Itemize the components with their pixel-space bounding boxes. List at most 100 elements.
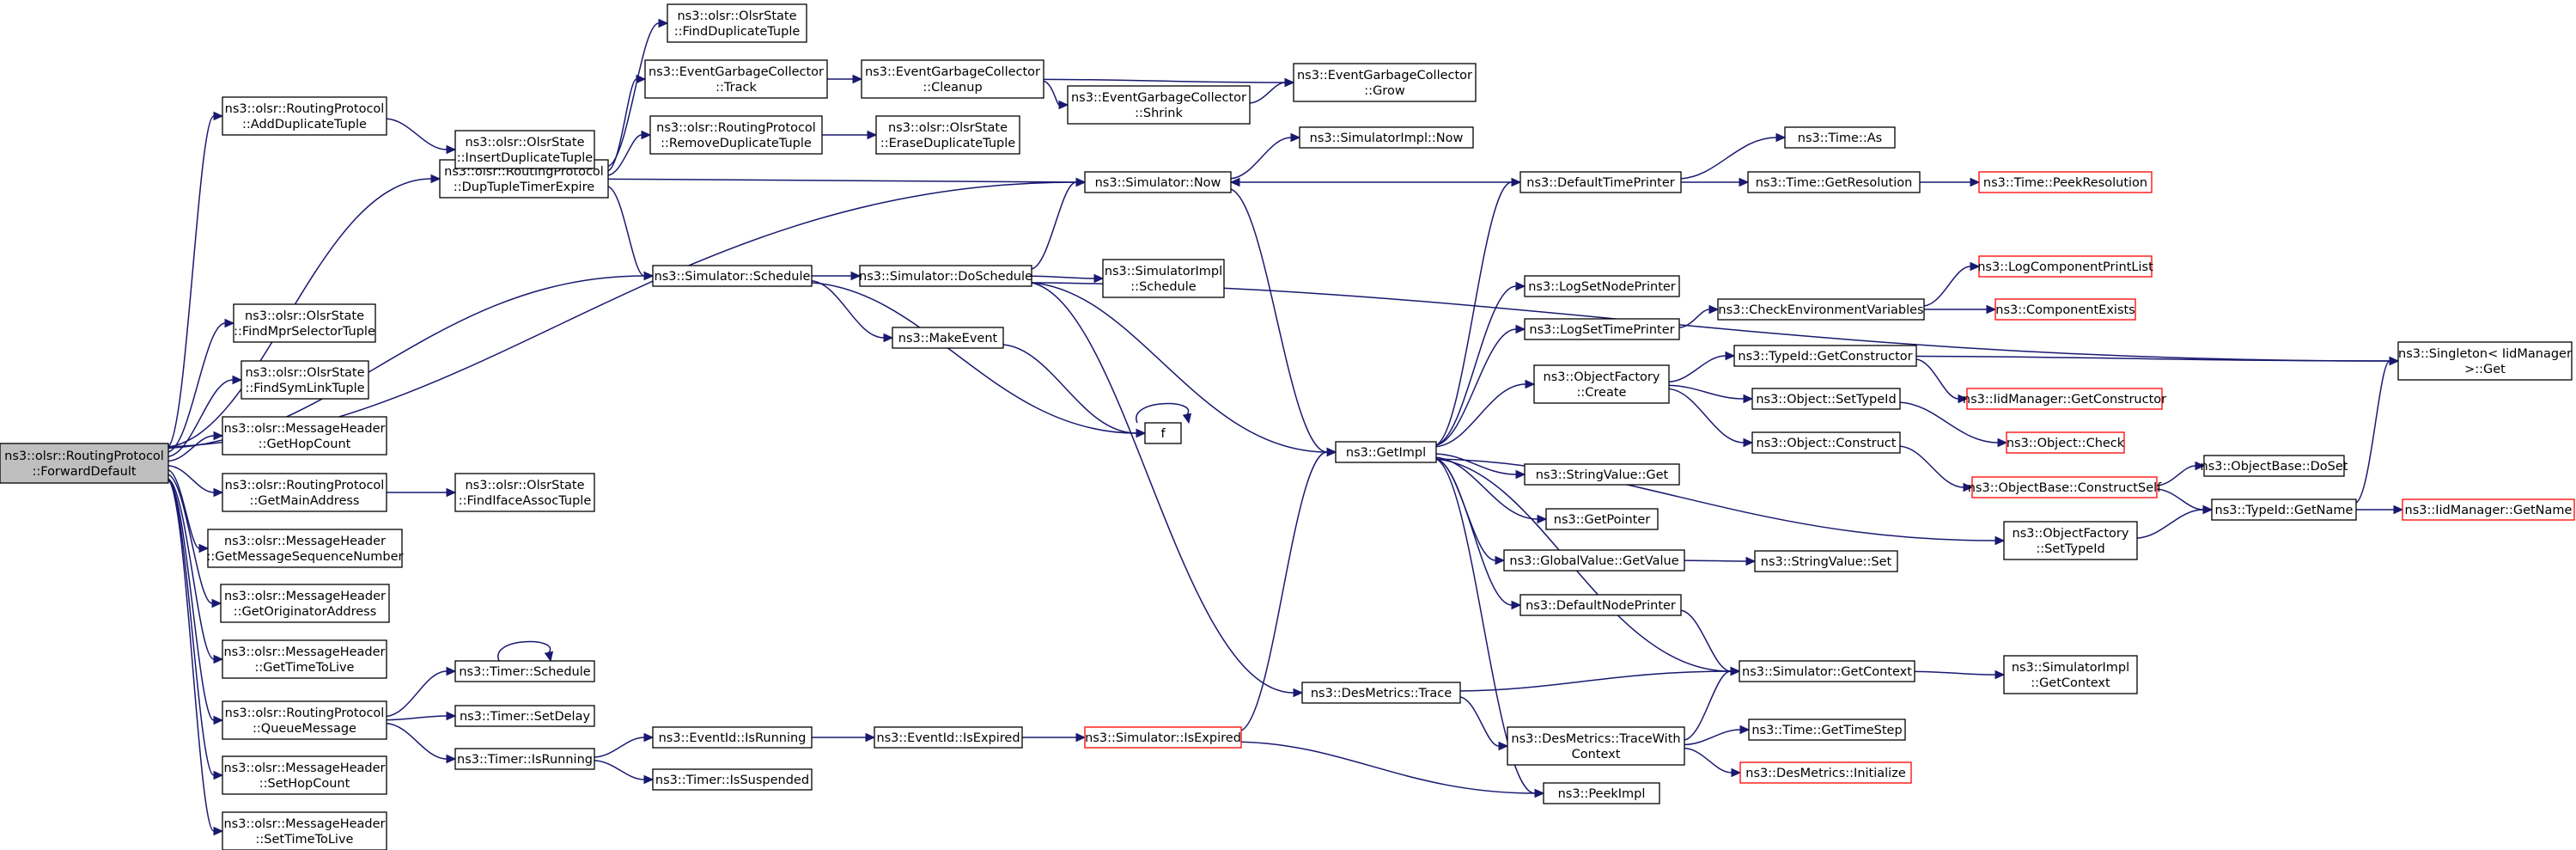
node-simImplNow[interactable]: ns3::SimulatorImpl::Now	[1299, 126, 1474, 149]
node-setTTL[interactable]: ns3::olsr::MessageHeader::SetTimeToLive	[222, 811, 387, 850]
edge-line	[1043, 80, 1060, 106]
node-getSeq[interactable]: ns3::olsr::MessageHeader::GetMessageSequ…	[207, 529, 404, 568]
edge-defTimePrinter-to-simNow	[1229, 177, 1520, 187]
node-componentExists[interactable]: ns3::ComponentExists	[1994, 298, 2136, 321]
edge-getMainAddr-to-findIface	[386, 487, 457, 498]
node-peekImpl[interactable]: ns3::PeekImpl	[1543, 782, 1660, 804]
node-timeGetResolution[interactable]: ns3::Time::GetResolution	[1747, 171, 1921, 193]
edge-line	[1668, 355, 1726, 383]
node-defNodePrinter[interactable]: ns3::DefaultNodePrinter	[1519, 594, 1682, 616]
node-singletonGet[interactable]: ns3::Singleton< IidManager>::Get	[2397, 341, 2573, 381]
node-findSym[interactable]: ns3::olsr::OlsrState::FindSymLinkTuple	[241, 360, 369, 400]
node-objBaseConstructSelf[interactable]: ns3::ObjectBase::ConstructSelf	[1968, 476, 2162, 498]
node-objBaseDoSet[interactable]: ns3::ObjectBase::DoSet	[2201, 455, 2348, 477]
node-simNow[interactable]: ns3::Simulator::Now	[1084, 171, 1232, 193]
node-box	[454, 748, 595, 770]
node-simDoSchedule[interactable]: ns3::Simulator::DoSchedule	[859, 265, 1032, 287]
edge-timerIsRunning-to-timerIsSuspended	[594, 760, 655, 785]
edge-line	[167, 464, 215, 493]
edge-line	[1680, 137, 1777, 180]
node-desTrace[interactable]: ns3::DesMetrics::Trace	[1301, 682, 1461, 704]
edge-forward-to-setTTL	[167, 479, 224, 836]
node-timerSetDelay[interactable]: ns3::Timer::SetDelay	[454, 705, 595, 727]
edge-simDoSchedule-to-singletonGet	[1031, 282, 2400, 366]
node-stringValueSet[interactable]: ns3::StringValue::Set	[1754, 550, 1898, 572]
node-addDup[interactable]: ns3::olsr::RoutingProtocol::AddDuplicate…	[222, 96, 387, 136]
node-checkEnvVars[interactable]: ns3::CheckEnvironmentVariables	[1717, 298, 1925, 321]
node-simSchedule[interactable]: ns3::Simulator::Schedule	[652, 265, 813, 287]
node-iidGetConstructor[interactable]: ns3::IidManager::GetConstructor	[1963, 388, 2166, 410]
node-findDup[interactable]: ns3::olsr::OlsrState::FindDuplicateTuple	[667, 3, 807, 43]
node-label: ns3::TypeId::GetConstructor	[1738, 350, 1912, 364]
edge-line	[607, 134, 642, 176]
node-removeDup[interactable]: ns3::olsr::RoutingProtocol::RemoveDuplic…	[649, 115, 823, 155]
node-logSetNodePrinter[interactable]: ns3::LogSetNodePrinter	[1524, 275, 1680, 297]
node-logComponentPrintList[interactable]: ns3::LogComponentPrintList	[1977, 255, 2153, 278]
node-iidGetName[interactable]: ns3::IidManager::GetName	[2402, 498, 2575, 521]
node-timeAs[interactable]: ns3::Time::As	[1784, 126, 1896, 149]
node-box	[233, 303, 376, 343]
node-findIface[interactable]: ns3::olsr::OlsrState::FindIfaceAssocTupl…	[454, 473, 595, 512]
node-logSetTimePrinter[interactable]: ns3::LogSetTimePrinter	[1524, 318, 1680, 340]
node-objFactorySetTypeId[interactable]: ns3::ObjectFactory::SetTypeId	[2003, 521, 2138, 560]
node-objectCheck[interactable]: ns3::Object::Check	[2006, 431, 2125, 454]
edge-line	[1031, 181, 1077, 270]
node-egcGrow[interactable]: ns3::EventGarbageCollector::Grow	[1293, 63, 1477, 102]
node-typeIdGetName[interactable]: ns3::TypeId::GetName	[2211, 498, 2357, 521]
node-objectSetTypeId[interactable]: ns3::Object::SetTypeId	[1751, 388, 1901, 410]
node-label: ns3::olsr::MessageHeader	[223, 817, 385, 831]
node-stringValueGet[interactable]: ns3::StringValue::Get	[1524, 463, 1680, 486]
node-egcCleanup[interactable]: ns3::EventGarbageCollector::Cleanup	[861, 59, 1044, 99]
node-makeEvent[interactable]: ns3::MakeEvent	[892, 327, 1004, 349]
node-label: ns3::Object::Construct	[1757, 437, 1897, 450]
node-getTTL[interactable]: ns3::olsr::MessageHeader::GetTimeToLive	[222, 639, 387, 679]
arrowhead	[1515, 281, 1526, 291]
node-timerIsRunning[interactable]: ns3::Timer::IsRunning	[454, 748, 595, 770]
node-timerIsSuspended[interactable]: ns3::Timer::IsSuspended	[652, 768, 813, 791]
node-objFactoryCreate[interactable]: ns3::ObjectFactory::Create	[1533, 364, 1670, 404]
node-eventIdIsRunning[interactable]: ns3::EventId::IsRunning	[652, 726, 813, 749]
node-objectConstruct[interactable]: ns3::Object::Construct	[1751, 431, 1901, 454]
node-getOrig[interactable]: ns3::olsr::MessageHeader::GetOriginatorA…	[220, 584, 390, 623]
arrowhead	[446, 754, 457, 764]
node-defTimePrinter[interactable]: ns3::DefaultTimePrinter	[1519, 171, 1682, 193]
node-timeGetTimeStep[interactable]: ns3::Time::GetTimeStep	[1748, 719, 1906, 741]
node-simIsExpired[interactable]: ns3::Simulator::IsExpired	[1084, 726, 1242, 749]
node-getImpl[interactable]: ns3::GetImpl	[1335, 441, 1437, 463]
node-eventIdIsExpired[interactable]: ns3::EventId::IsExpired	[874, 726, 1023, 749]
node-egcShrink[interactable]: ns3::EventGarbageCollector::Shrink	[1067, 85, 1251, 125]
node-simImplGetContext[interactable]: ns3::SimulatorImpl::GetContext	[2003, 655, 2138, 694]
node-f[interactable]: f	[1144, 422, 1182, 444]
node-globalValueGetValue[interactable]: ns3::GlobalValue::GetValue	[1503, 549, 1685, 572]
node-box	[1739, 761, 1912, 784]
node-insertDup[interactable]: ns3::olsr::OlsrState::InsertDuplicateTup…	[454, 130, 595, 169]
node-forward[interactable]: ns3::olsr::RoutingProtocol::ForwardDefau…	[0, 443, 169, 484]
node-setHopCount[interactable]: ns3::olsr::MessageHeader::SetHopCount	[222, 755, 387, 795]
node-timePeekResolution[interactable]: ns3::Time::PeekResolution	[1978, 171, 2153, 193]
node-typeIdGetConstructor[interactable]: ns3::TypeId::GetConstructor	[1733, 345, 1917, 367]
node-label: ns3::Timer::IsSuspended	[655, 774, 809, 787]
node-egcTrack[interactable]: ns3::EventGarbageCollector::Track	[644, 59, 828, 99]
node-getPointer[interactable]: ns3::GetPointer	[1545, 508, 1659, 530]
node-desInitialize[interactable]: ns3::DesMetrics::Initialize	[1739, 761, 1912, 784]
arrowhead	[1997, 437, 2008, 448]
node-getHopCount[interactable]: ns3::olsr::MessageHeader::GetHopCount	[222, 416, 387, 456]
node-timerSchedule[interactable]: ns3::Timer::Schedule	[454, 660, 595, 682]
node-label: ns3::GetPointer	[1554, 513, 1651, 527]
node-label: ns3::Time::As	[1798, 131, 1882, 145]
node-queueMsg[interactable]: ns3::olsr::RoutingProtocol::QueueMessage	[222, 700, 387, 740]
node-simImplSchedule[interactable]: ns3::SimulatorImpl::Schedule	[1102, 259, 1225, 298]
node-simGetContext[interactable]: ns3::Simulator::GetContext	[1739, 660, 1915, 682]
node-label: ns3::olsr::RoutingProtocol	[225, 479, 385, 492]
node-label: ns3::Timer::Schedule	[459, 665, 590, 679]
edge-line	[1435, 458, 1536, 794]
node-getMainAddr[interactable]: ns3::olsr::RoutingProtocol::GetMainAddre…	[222, 473, 387, 512]
node-box	[454, 660, 595, 682]
node-eraseDup[interactable]: ns3::olsr::OlsrState::EraseDuplicateTupl…	[875, 115, 1020, 155]
node-label: ns3::Simulator::Now	[1095, 176, 1221, 190]
node-findMpr[interactable]: ns3::olsr::OlsrState::FindMprSelectorTup…	[233, 303, 376, 343]
edge-simNow-to-getImpl	[1230, 188, 1337, 457]
node-label: ::FindSymLinkTuple	[245, 382, 364, 395]
node-label: ns3::SimulatorImpl	[1105, 265, 1222, 278]
